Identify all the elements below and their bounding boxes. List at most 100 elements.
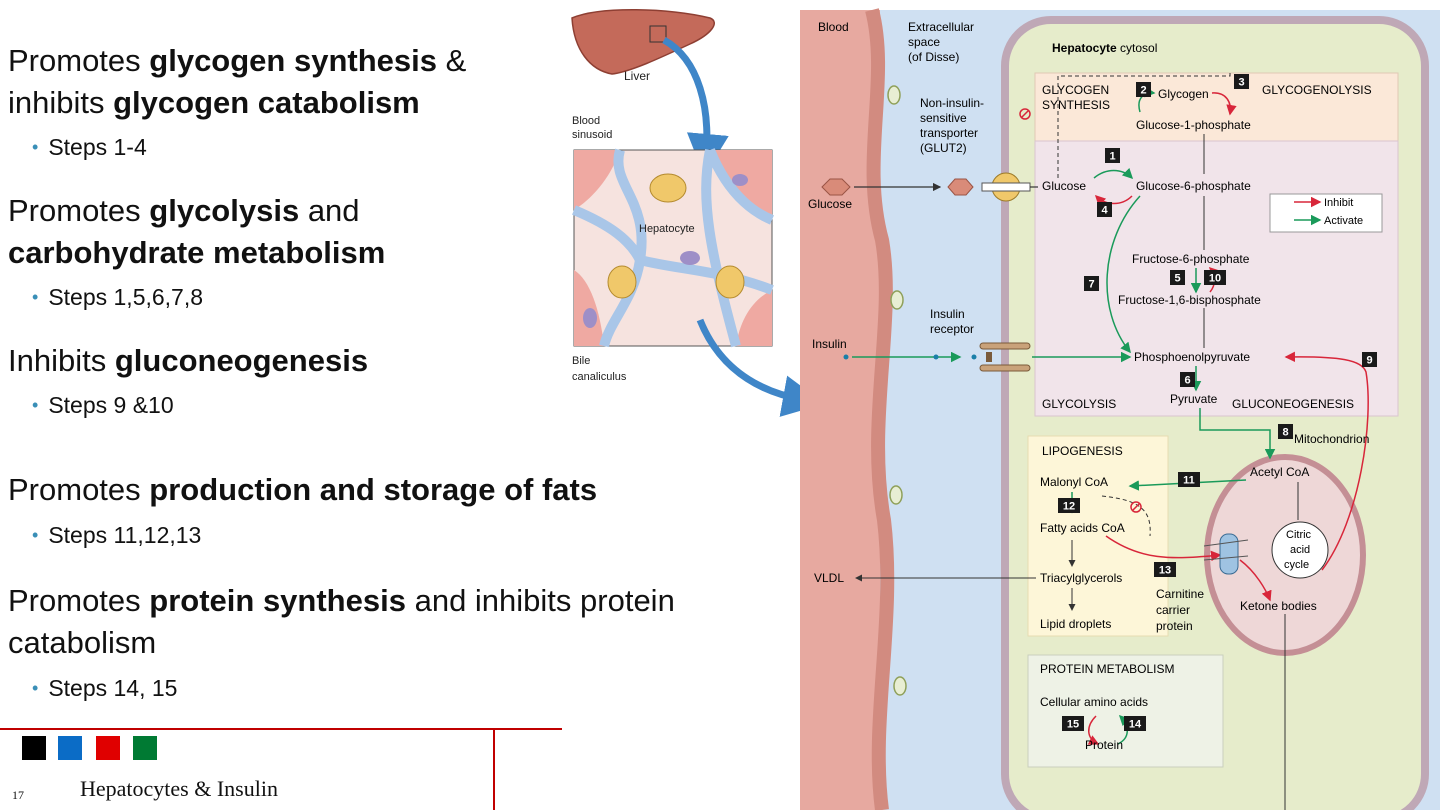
step-badge-label-12: 12	[1063, 501, 1075, 513]
fructose-16-bisphosphate-label: Fructose-1,6-bisphosphate	[1118, 293, 1261, 307]
step-badge-label-2: 2	[1140, 85, 1146, 97]
step-badge-4	[1097, 202, 1112, 217]
liver-organ	[571, 9, 715, 75]
bullet-steps-5: •Steps 14, 15	[32, 675, 178, 701]
glut2-label-3: transporter	[920, 126, 978, 140]
step-badge-7	[1084, 276, 1099, 291]
glycolysis-label: GLYCOLYSIS	[1042, 397, 1116, 411]
liver-label: Liver	[624, 69, 650, 83]
step-14-arrow	[1117, 714, 1131, 745]
step-badge-label-10: 10	[1209, 273, 1221, 285]
extracellular-label-1: Extracellular	[908, 20, 974, 34]
heading-protein: Promotes protein synthesis and inhibits …	[8, 583, 675, 660]
bullet-steps-2: •Steps 1,5,6,7,8	[32, 284, 204, 310]
protein-metabolism-label: PROTEIN METABOLISM	[1040, 662, 1174, 676]
glucose-hexagon-space	[947, 178, 974, 196]
insulin-receptor-label-2: receptor	[930, 322, 974, 336]
glucose-cell-label: Glucose	[1042, 179, 1086, 193]
bullet-steps-3: •Steps 9 &10	[32, 392, 174, 418]
gluconeogenesis-label: GLUCONEOGENESIS	[1232, 397, 1354, 411]
glycogen-label: Glycogen	[1158, 87, 1209, 101]
inhibit-slash-carnitine	[1132, 503, 1140, 511]
heading-glycogen: Promotes glycogen synthesis & inhibits g…	[8, 43, 467, 120]
bullet-steps-1: •Steps 1-4	[32, 134, 147, 160]
blood-sinusoid-label-1: Blood	[572, 115, 600, 127]
cytosol-label: Hepatocyte cytosol	[1052, 41, 1157, 55]
step-badge-label-5: 5	[1174, 273, 1180, 285]
text-panel: Promotes glycogen synthesis & inhibits g…	[0, 43, 675, 810]
pep-label: Phosphoenolpyruvate	[1134, 350, 1250, 364]
step-badge-15	[1062, 716, 1084, 731]
zoom-arrow-top	[662, 36, 729, 176]
step-badge-1	[1105, 148, 1120, 163]
inhibit-slash-glycogenolysis	[1021, 110, 1029, 118]
glycogenolysis-label: GLYCOGENOLYSIS	[1262, 83, 1372, 97]
step-badge-label-15: 15	[1067, 719, 1079, 731]
color-square-blue	[58, 736, 82, 760]
insulin-receptor-label-1: Insulin	[930, 307, 965, 321]
step-7-arrow	[1106, 195, 1141, 354]
citric-label-3: cycle	[1284, 559, 1309, 571]
vldl-label: VLDL	[814, 571, 844, 585]
step-13-arrow	[1105, 535, 1222, 562]
inhibition-dashed-glycogenolysis	[1057, 70, 1231, 178]
acetyl-coa-label: Acetyl CoA	[1250, 465, 1309, 479]
footer-title: Hepatocytes & Insulin	[80, 776, 278, 801]
zoom-arrow-bottom	[696, 318, 820, 417]
fructose-6-phosphate-label: Fructose-6-phosphate	[1132, 252, 1250, 266]
bullet-steps-4: •Steps 11,12,13	[32, 522, 202, 548]
triacylglycerols-label: Triacylglycerols	[1040, 571, 1122, 585]
color-square-red	[96, 736, 120, 760]
pyruvate-to-mitochondrion	[1199, 408, 1276, 460]
step-badge-label-4: 4	[1101, 205, 1108, 217]
step-badge-5	[1170, 270, 1185, 285]
blood-sinusoid-label-2: sinusoid	[572, 129, 612, 141]
insulin-molecule-2	[933, 354, 939, 360]
citric-label-2: acid	[1290, 544, 1310, 556]
citric-label-1: Citric	[1286, 529, 1312, 541]
heading-glycolysis: Promotes glycolysis and carbohydrate met…	[8, 193, 386, 270]
malonyl-coa-label: Malonyl CoA	[1040, 475, 1108, 489]
insulin-molecule-3	[971, 354, 977, 360]
step-badge-label-13: 13	[1159, 565, 1171, 577]
step-badge-label-9: 9	[1366, 355, 1372, 367]
step-badge-label-7: 7	[1088, 279, 1094, 291]
step-15-arrow	[1087, 715, 1100, 745]
extracellular-label-3: (of Disse)	[908, 50, 959, 64]
protein-label: Protein	[1085, 738, 1123, 752]
step-badge-label-8: 8	[1282, 427, 1288, 439]
insulin-molecule	[843, 354, 849, 360]
footer-vertical-divider	[493, 728, 495, 810]
footer-divider	[0, 728, 562, 730]
carnitine-label-2: carrier	[1156, 603, 1190, 617]
pyruvate-label: Pyruvate	[1170, 392, 1218, 406]
step-badge-3	[1234, 74, 1249, 89]
step-badge-label-14: 14	[1129, 719, 1142, 731]
step-badge-13	[1154, 562, 1176, 577]
glycogen-box	[1034, 72, 1399, 142]
malonyl-inhibition-dashed	[1101, 495, 1151, 537]
step-1-arrow	[1093, 167, 1134, 180]
fatty-acid-to-ketone	[1239, 559, 1272, 602]
legend-box	[1269, 193, 1383, 233]
ketone-bodies-label: Ketone bodies	[1240, 599, 1317, 613]
blood-label: Blood	[818, 20, 849, 34]
citric-cycle-circle	[1271, 521, 1329, 579]
inhibit-symbol-carnitine	[1130, 501, 1142, 513]
carnitine-label-1: Carnitine	[1156, 587, 1204, 601]
step-badge-6	[1180, 372, 1195, 387]
step-4-arrow	[1094, 194, 1133, 207]
step-3-arrow	[1211, 92, 1237, 116]
glut2-label-1: Non-insulin-	[920, 96, 984, 110]
mitochondrion-label: Mitochondrion	[1294, 432, 1369, 446]
cellular-amino-acids-label: Cellular amino acids	[1040, 695, 1148, 709]
color-square-green	[133, 736, 157, 760]
step-badge-9	[1362, 352, 1377, 367]
glucose-blood-label: Glucose	[808, 197, 852, 211]
step-badge-14	[1124, 716, 1146, 731]
legend-activate-label: Activate	[1324, 215, 1363, 227]
endothelium	[865, 8, 895, 810]
tissue-block	[572, 148, 774, 348]
glycogen-synthesis-label-2: SYNTHESIS	[1042, 98, 1110, 112]
